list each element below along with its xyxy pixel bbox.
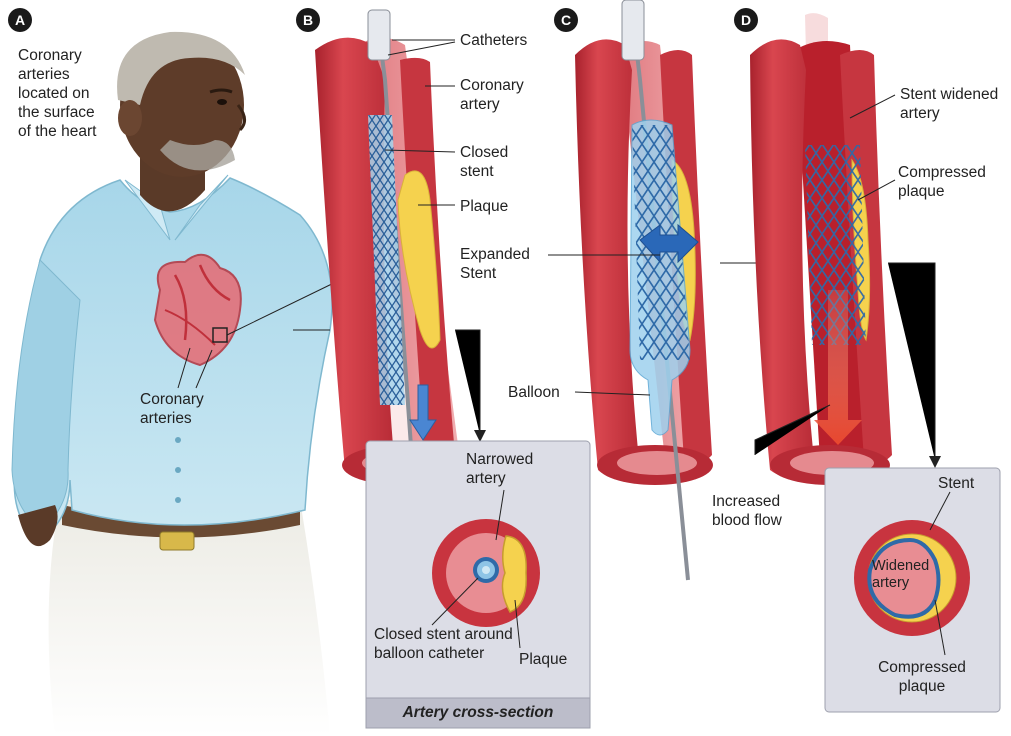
widened-artery-label: Widened artery — [872, 558, 930, 591]
cross-section-plaque-label: Plaque — [519, 651, 568, 668]
compressed-plaque-label: Compressed plaque — [898, 164, 986, 200]
closed-stent-around-label: Closed stent around balloon catheter — [374, 626, 513, 662]
panel-a-badge: A — [8, 8, 32, 32]
artery-d — [750, 13, 941, 485]
artery-c — [548, 0, 760, 581]
panel-b-badge: B — [296, 8, 320, 32]
artery-b — [315, 9, 486, 546]
narrowed-artery-label: Narrowed artery — [466, 451, 534, 487]
plaque-label: Plaque — [460, 198, 509, 215]
coronary-artery-label: Coronary artery — [460, 77, 524, 113]
man-figure — [11, 31, 341, 736]
catheters-label: Catheters — [460, 32, 528, 49]
balloon-label: Balloon — [508, 384, 560, 401]
cs-compressed-plaque-label: Compressed plaque — [878, 659, 966, 695]
closed-stent-label: Closed stent — [460, 144, 509, 180]
coronary-arteries-label: Coronary arteries — [140, 391, 204, 427]
expanded-stent-label: Expanded Stent — [460, 246, 530, 282]
panel-c-badge: C — [554, 8, 578, 32]
coronary-location-note: Coronary arteries located on the surface… — [18, 47, 97, 140]
stent-label: Stent — [938, 475, 975, 492]
cross-section-widened — [824, 467, 1001, 713]
cross-section-footer: Artery cross-section — [402, 704, 554, 721]
cross-section-narrowed — [365, 440, 591, 729]
panel-d-badge: D — [734, 8, 758, 32]
stent-widened-artery-label: Stent widened artery — [900, 86, 999, 122]
increased-blood-flow-label: Increased blood flow — [712, 493, 782, 529]
